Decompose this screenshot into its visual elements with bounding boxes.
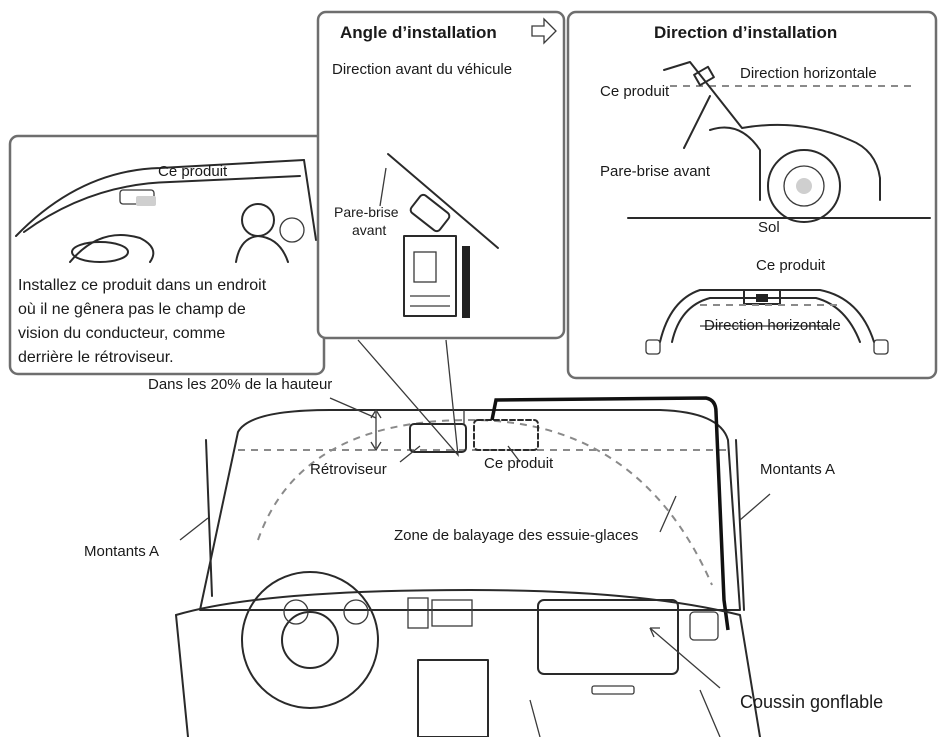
power-cable: [490, 396, 730, 631]
instruction-line-3: vision du conducteur, comme: [18, 325, 225, 342]
windshield-label-line-2: avant: [352, 222, 386, 238]
instruction-line-1: Installez ce produit dans un endroit: [18, 277, 267, 294]
a-pillar-left: [205, 439, 213, 597]
direction-horizontal-label-2: Direction horizontale: [704, 317, 841, 334]
wiper-sweep-arc: [257, 418, 713, 586]
rear-view-mirror: [409, 423, 467, 453]
center-console: [417, 659, 489, 737]
arrow-right-icon: [531, 17, 557, 45]
panel-driver-view: [8, 134, 326, 376]
direction-horizontal-label: Direction horizontale: [740, 65, 877, 82]
instruction-line-4: derrière le rétroviseur.: [18, 349, 174, 366]
steering-wheel: [241, 571, 379, 709]
direction-ground-label: Sol: [758, 219, 780, 236]
direction-product-label-2: Ce produit: [756, 257, 826, 274]
panel-installation-angle: [316, 10, 566, 457]
wiper-zone-label: Zone de balayage des essuie-glaces: [394, 527, 638, 544]
panel-installation-direction: [566, 10, 938, 380]
windshield-label-line-1: Pare-brise: [334, 204, 399, 220]
mirror-label: Rétroviseur: [310, 461, 387, 478]
labels: Ce produit Installez ce produit dans un …: [18, 23, 883, 712]
pillar-label-left: Montants A: [84, 543, 159, 560]
windshield-outline: [199, 409, 741, 611]
airbag-label: Coussin gonflable: [740, 692, 883, 712]
instruction-line-2: où il ne gênera pas le champ de: [18, 301, 246, 318]
angle-panel-subtitle: Direction avant du véhicule: [332, 61, 512, 78]
angle-panel-title: Angle d’installation: [340, 23, 497, 42]
airbag-panel: [537, 599, 679, 675]
height-zone-label: Dans les 20% de la hauteur: [148, 376, 332, 393]
wheel: [767, 149, 841, 223]
leader-lines: [179, 397, 771, 689]
direction-windshield-label: Pare-brise avant: [600, 163, 711, 180]
direction-panel-title: Direction d’installation: [654, 23, 837, 42]
main-product-label: Ce produit: [484, 455, 554, 472]
pillar-label-right: Montants A: [760, 461, 835, 478]
direction-product-label: Ce produit: [600, 83, 670, 100]
driver-panel-product-label: Ce produit: [158, 163, 228, 180]
product-dashcam: [473, 419, 539, 451]
dashboard: [175, 589, 761, 737]
a-pillar-right: [735, 439, 745, 611]
car-interior-illustration: [175, 396, 761, 737]
